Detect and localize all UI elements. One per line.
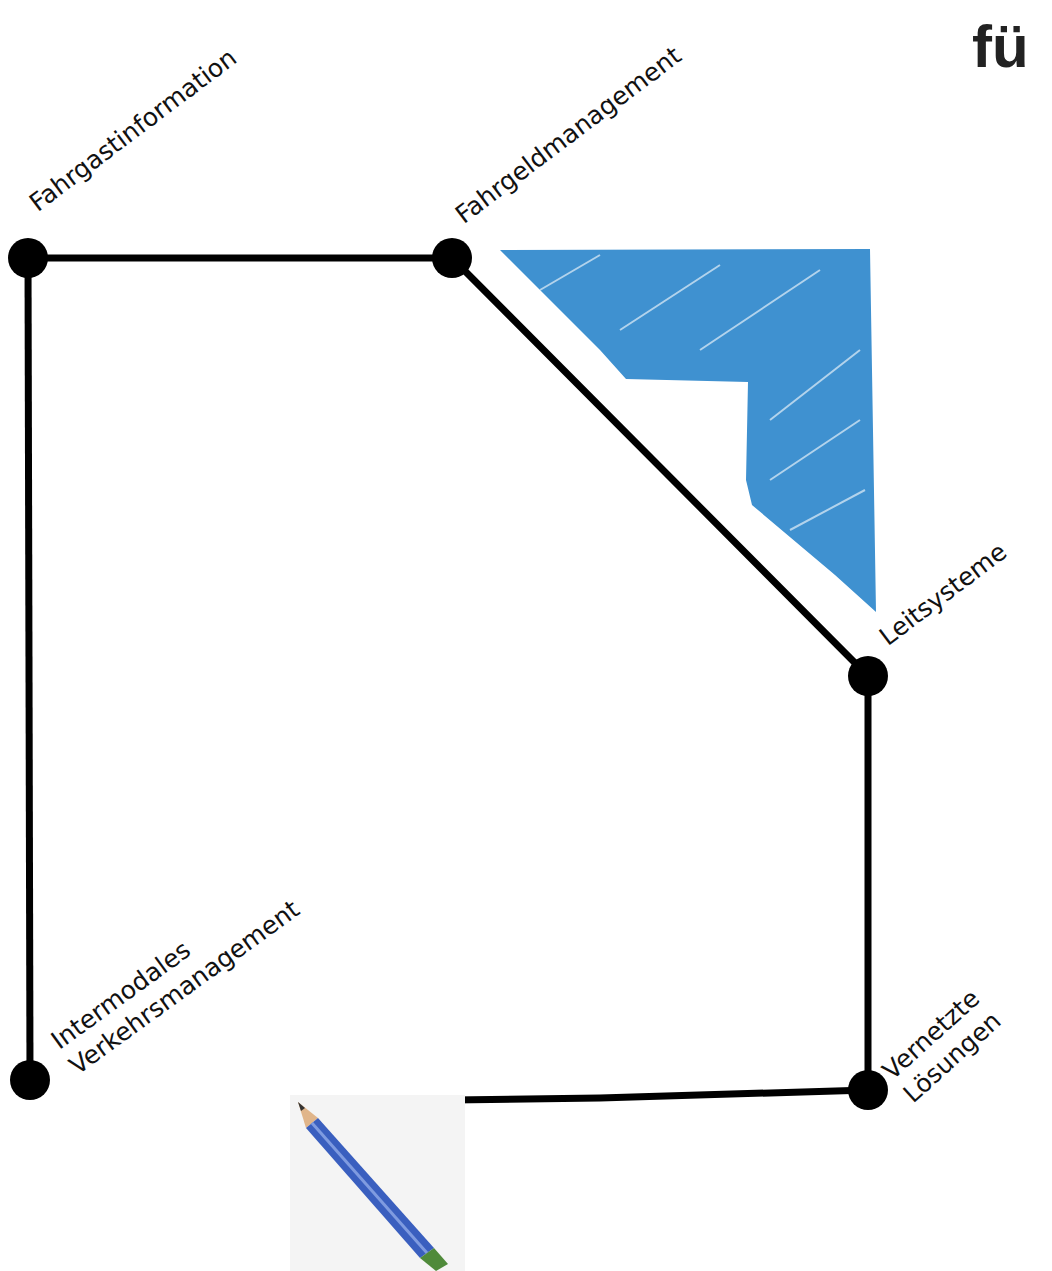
node-label: Vernetzte Lösungen <box>876 976 1014 1109</box>
node-label: Intermodales Verkehrsmanagement <box>45 872 300 1081</box>
node-dot: Leitsysteme <box>848 656 888 696</box>
node-label: Leitsysteme <box>873 603 924 652</box>
node-dot: Intermodales Verkehrsmanagement <box>10 1060 50 1100</box>
node-dot: Fahrgastinformation <box>8 238 48 278</box>
node-dot: Vernetzte Lösungen <box>848 1070 888 1110</box>
node-dot: Fahrgeldmanagement <box>432 238 472 278</box>
blue-scribble <box>500 249 876 612</box>
pencil-picture <box>290 1095 465 1271</box>
connector-line <box>465 271 856 663</box>
corner-label: fü <box>972 12 1029 81</box>
connector-line <box>865 694 872 1072</box>
connector-line <box>28 276 30 1062</box>
node-label: Fahrgeldmanagement <box>449 181 500 230</box>
node-label: Fahrgastinformation <box>23 169 74 218</box>
connector-line <box>46 255 434 262</box>
